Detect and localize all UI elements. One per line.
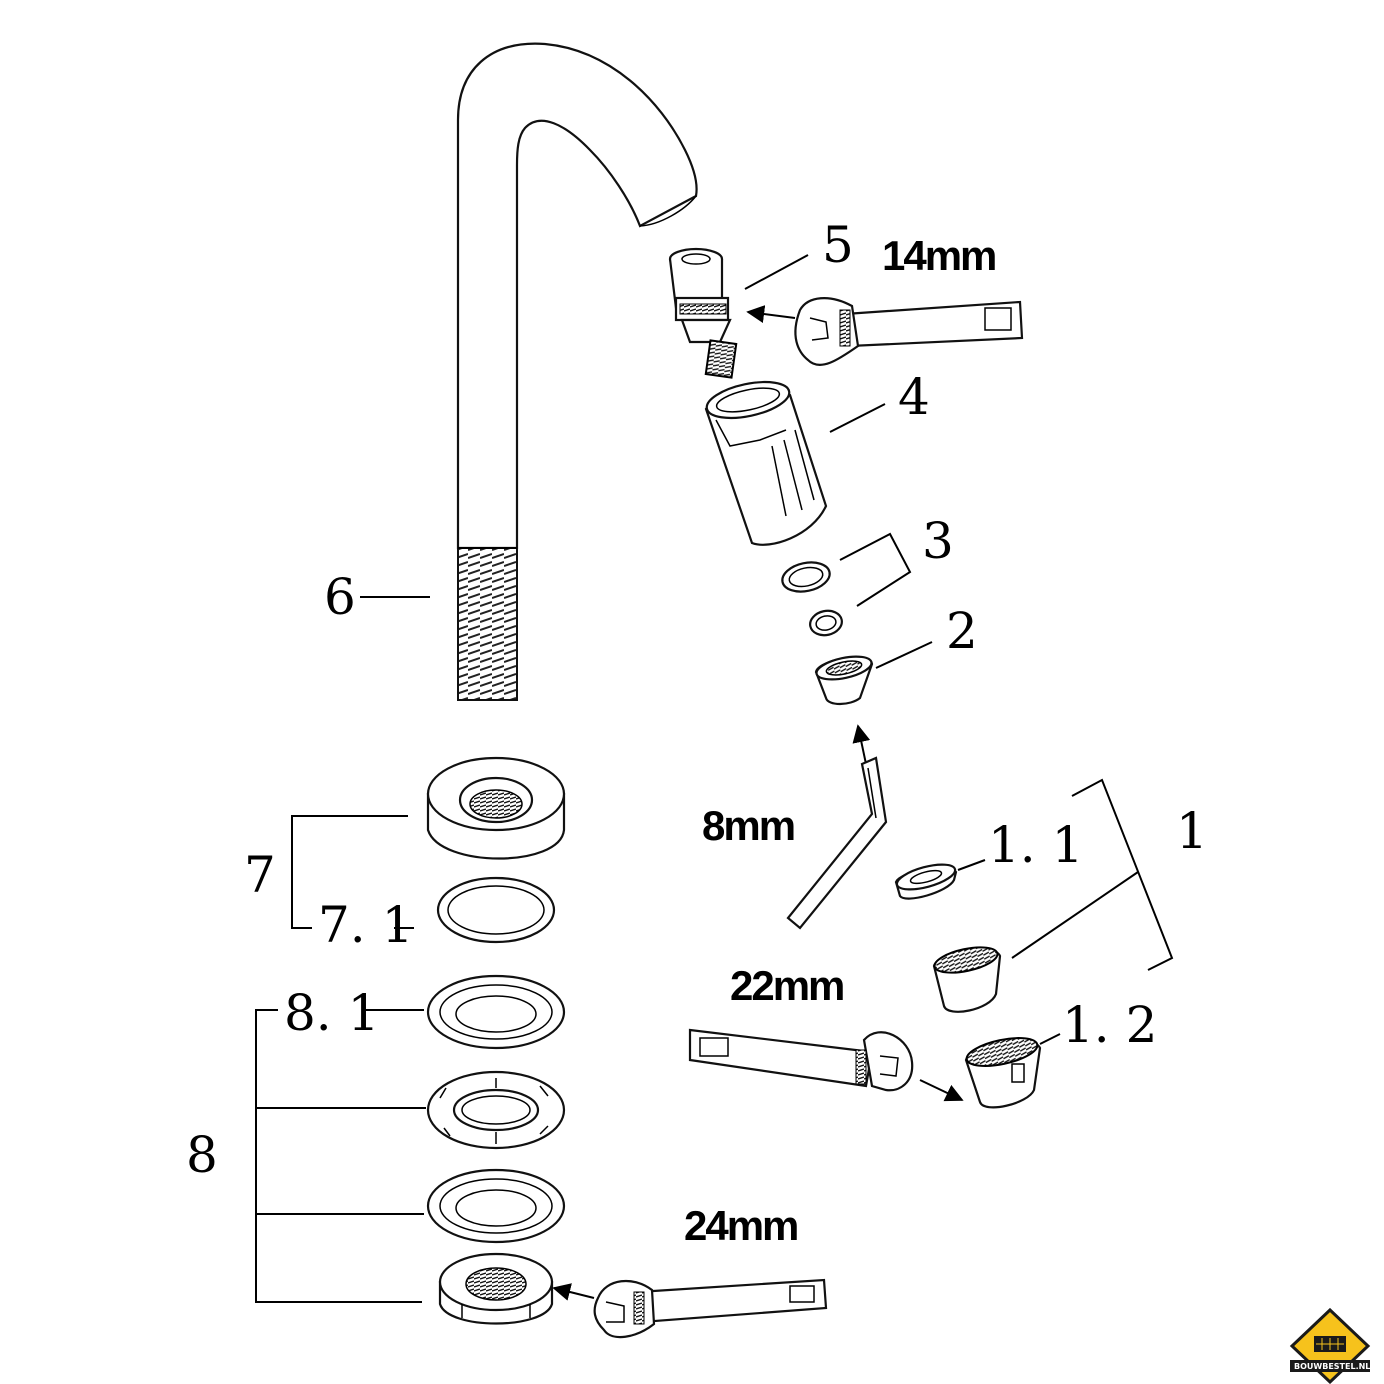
spout-part-6 [456, 42, 698, 701]
wrench-22mm [688, 1028, 964, 1102]
escutcheon-part-7 [426, 756, 566, 860]
bouwbestel-logo: BOUWBESTEL.NL [1289, 1307, 1370, 1384]
label-3-group: 3 [839, 512, 954, 607]
wrench-24mm [552, 1278, 828, 1339]
logo-text: BOUWBESTEL.NL [1294, 1362, 1370, 1371]
label-6-group: 6 [324, 568, 430, 626]
cartridge-part-5 [668, 247, 738, 379]
wrench-14mm [746, 297, 1024, 366]
label-5-group: 5 [744, 216, 854, 290]
dim-22mm: 22mm [730, 962, 843, 1009]
slotted-washer [426, 1070, 566, 1150]
label-8-1: 8. 1 [284, 984, 379, 1042]
o-rings-part-3 [781, 561, 843, 637]
label-1-group: 1 [1011, 778, 1208, 971]
dim-8mm: 8mm [702, 802, 794, 849]
gasket-part-8-1 [426, 974, 566, 1050]
label-1-2: 1. 2 [1062, 996, 1157, 1054]
label-7: 7 [244, 846, 276, 904]
label-1: 1 [1176, 802, 1208, 860]
hex-key-8mm [786, 756, 888, 930]
label-4: 4 [898, 368, 930, 426]
arrow-to-nut [852, 724, 871, 765]
washer-part-7-1 [436, 876, 556, 944]
mounting-nut [438, 1252, 554, 1325]
label-7-group: 7 7. 1 [244, 815, 414, 954]
label-5: 5 [822, 216, 854, 274]
label-2-group: 2 [875, 602, 978, 669]
washer-part-1-1 [894, 863, 958, 900]
label-1-1-group: 1. 1 [957, 816, 1083, 874]
label-1-1: 1. 1 [988, 816, 1083, 874]
label-2: 2 [946, 602, 978, 660]
aerator-part-1-2 [964, 1037, 1042, 1109]
label-1-2-group: 1. 2 [1039, 996, 1157, 1054]
dim-24mm: 24mm [684, 1202, 797, 1249]
aerator-insert [932, 946, 1002, 1013]
label-8-group: 8 8. 1 [186, 984, 426, 1303]
label-6: 6 [324, 568, 356, 626]
label-7-1: 7. 1 [318, 896, 413, 954]
label-8: 8 [186, 1126, 218, 1184]
handle-part-4 [704, 380, 828, 546]
dim-14mm: 14mm [882, 232, 995, 279]
gasket-lower [426, 1168, 566, 1244]
nut-part-2 [814, 655, 874, 706]
label-3: 3 [922, 512, 954, 570]
label-4-group: 4 [829, 368, 930, 433]
